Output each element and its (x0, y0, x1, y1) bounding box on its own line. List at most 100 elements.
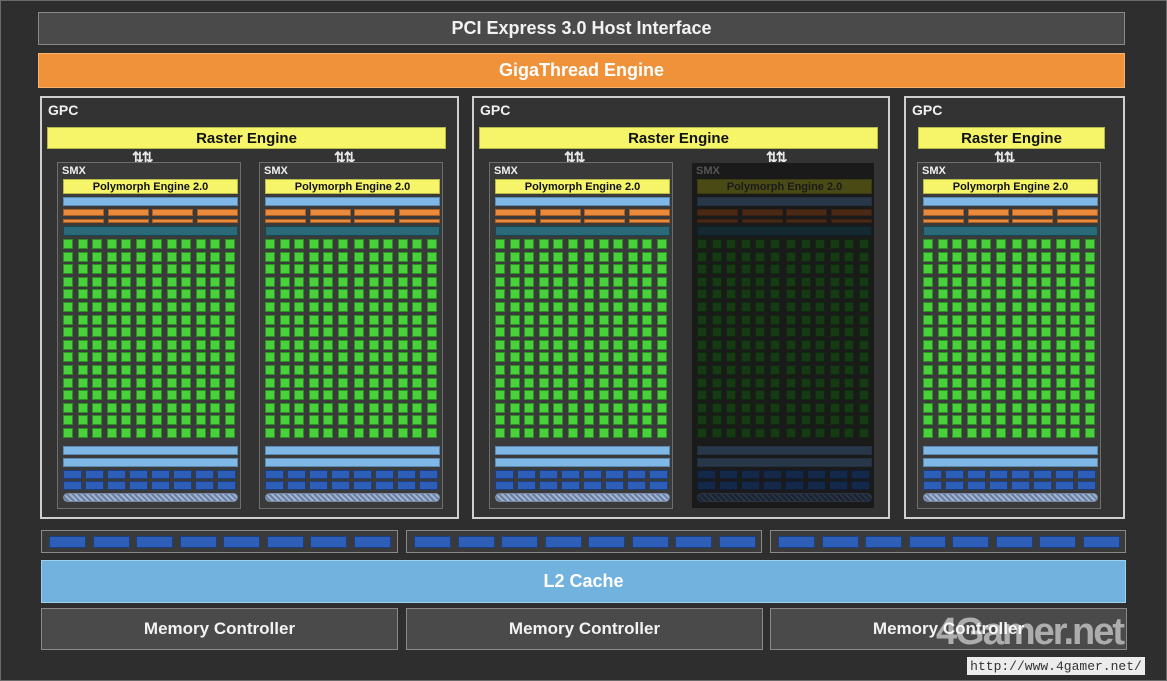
cuda-core (368, 390, 379, 401)
texture-unit (763, 481, 782, 490)
texture-unit (741, 481, 760, 490)
cuda-core (656, 390, 667, 401)
texture-unit (419, 470, 438, 479)
cuda-core (844, 251, 854, 262)
cuda-core (800, 339, 811, 350)
cuda-core (368, 352, 379, 363)
cuda-core (800, 352, 811, 363)
cuda-core (509, 314, 520, 325)
texture-unit (989, 470, 1008, 479)
cuda-core (769, 402, 780, 413)
cuda-core (224, 302, 235, 312)
texture-unit (719, 470, 738, 479)
cuda-core (509, 390, 520, 401)
cuda-core (627, 289, 638, 300)
cuda-core (1070, 390, 1080, 401)
cuda-core (1041, 314, 1051, 325)
cuda-core (1070, 289, 1080, 300)
cuda-core (567, 365, 578, 375)
cuda-core (755, 251, 765, 262)
texture-unit (785, 470, 804, 479)
cuda-core (181, 390, 191, 401)
texture-unit (331, 470, 350, 479)
cuda-core (829, 264, 840, 275)
cuda-core (524, 390, 534, 401)
texture-unit (265, 470, 284, 479)
cuda-core (937, 365, 948, 375)
cuda-core (567, 239, 578, 249)
cuda-core (524, 377, 534, 388)
dispatch-unit (1056, 219, 1098, 223)
cuda-core (294, 276, 304, 287)
cuda-core (495, 314, 505, 325)
texture-cache (63, 493, 238, 502)
cuda-core (952, 239, 962, 249)
cuda-core (524, 365, 534, 375)
cuda-core (426, 302, 437, 312)
cuda-core (77, 428, 88, 438)
cuda-core (397, 251, 408, 262)
texture-unit (397, 481, 416, 490)
cuda-core (598, 314, 609, 325)
warp-scheduler (63, 209, 104, 216)
cuda-core (412, 276, 422, 287)
cuda-core (323, 390, 333, 401)
cuda-core (613, 390, 623, 401)
cuda-core (166, 402, 177, 413)
cuda-core (952, 415, 962, 426)
cuda-core (627, 276, 638, 287)
bidirectional-arrow-icon: ⇅⇅ (994, 149, 1016, 165)
cuda-core (337, 302, 348, 312)
cuda-core (308, 377, 319, 388)
texture-unit (309, 481, 328, 490)
cuda-core (412, 289, 422, 300)
cuda-core (740, 239, 751, 249)
cuda-core (495, 377, 505, 388)
cuda-core (567, 264, 578, 275)
cuda-core (195, 276, 206, 287)
cuda-core (412, 365, 422, 375)
cuda-core (1084, 276, 1095, 287)
cuda-core (368, 302, 379, 312)
cuda-core (726, 289, 736, 300)
cuda-core (697, 377, 707, 388)
cuda-core (121, 327, 131, 338)
cuda-core (1026, 415, 1037, 426)
cuda-core (584, 264, 594, 275)
cuda-core (1041, 302, 1051, 312)
cuda-core (224, 415, 235, 426)
texture-unit (923, 470, 942, 479)
cuda-core (538, 339, 549, 350)
cuda-core (294, 264, 304, 275)
cuda-core (567, 302, 578, 312)
cuda-core (368, 289, 379, 300)
cuda-core (509, 276, 520, 287)
cuda-core (63, 264, 73, 275)
cuda-core (354, 339, 364, 350)
cuda-core (613, 251, 623, 262)
texture-unit (63, 481, 82, 490)
cuda-core (923, 251, 933, 262)
cuda-core (308, 327, 319, 338)
cuda-core (397, 352, 408, 363)
cuda-core (495, 402, 505, 413)
cuda-core (769, 327, 780, 338)
cuda-core (106, 251, 117, 262)
cuda-core (152, 239, 162, 249)
cuda-core (800, 239, 811, 249)
cuda-core (92, 365, 102, 375)
cuda-core (397, 276, 408, 287)
cuda-core (63, 239, 73, 249)
cuda-core (1026, 365, 1037, 375)
cuda-core (121, 314, 131, 325)
cuda-core (567, 276, 578, 287)
cuda-core (538, 377, 549, 388)
cuda-core (981, 302, 991, 312)
cuda-core (509, 365, 520, 375)
cuda-core (279, 365, 290, 375)
texture-unit (173, 481, 192, 490)
cuda-core (77, 239, 88, 249)
cuda-core (642, 365, 652, 375)
warp-scheduler (152, 209, 193, 216)
cuda-core (354, 402, 364, 413)
